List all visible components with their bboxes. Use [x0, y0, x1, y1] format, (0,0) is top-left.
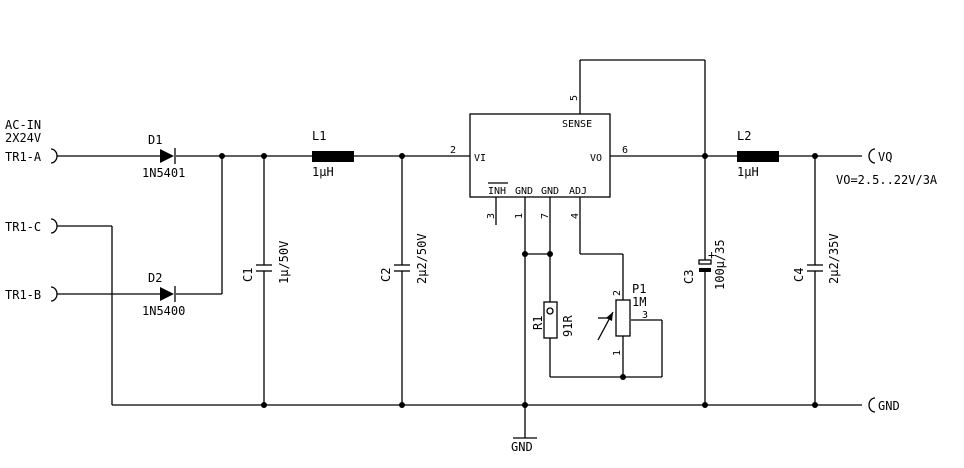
d1-value: 1N5401 [142, 166, 185, 180]
ic-gnd2-label: GND [541, 186, 559, 197]
capacitor-c1 [256, 264, 272, 272]
capacitor-c3 [698, 259, 712, 272]
pin5-label: 5 [569, 95, 580, 101]
c1-value: 1µ/50V [277, 241, 291, 284]
pin3-label: 3 [486, 213, 497, 219]
c3-value: 100µ/35 [713, 239, 727, 290]
wires [57, 59, 862, 438]
resistor-r1 [543, 301, 558, 339]
tr1-b-connector [50, 286, 58, 302]
ic-inh-label: INH [488, 186, 506, 197]
tr1-a-connector [50, 148, 58, 164]
tr1-c-label: TR1-C [5, 220, 41, 234]
pin6-label: 6 [622, 145, 628, 156]
inductor-l1 [312, 151, 354, 162]
p1-pin2-label: 2 [612, 290, 623, 296]
tr1-a-label: TR1-A [5, 150, 42, 164]
tr1-b-label: TR1-B [5, 288, 41, 302]
inductor-l2 [737, 151, 779, 162]
diode-d2 [160, 286, 176, 302]
c4-value: 2µ2/35V [827, 233, 841, 284]
c3-label: C3 [682, 270, 696, 284]
d1-label: D1 [148, 133, 162, 147]
potentiometer-p1 [597, 299, 631, 341]
c4-label: C4 [792, 268, 806, 282]
l1-label: L1 [312, 129, 326, 143]
capacitor-c2 [394, 264, 410, 272]
regulator-ic [469, 113, 611, 198]
l1-value: 1µH [312, 165, 334, 179]
c1-label: C1 [241, 268, 255, 282]
r1-label: R1 [531, 316, 545, 330]
r1-value: 91R [561, 315, 575, 337]
pin1-label: 1 [514, 213, 525, 219]
pin7-label: 7 [540, 213, 551, 219]
ac-in-label: AC-IN [5, 118, 41, 132]
c3-plus: + [708, 248, 715, 262]
d2-value: 1N5400 [142, 304, 185, 318]
ic-sense-label: SENSE [562, 119, 592, 130]
p1-label: P1 [632, 282, 646, 296]
p1-pin1-label: 1 [612, 350, 623, 356]
vq-connector [868, 148, 876, 164]
p1-pin3-label: 3 [642, 310, 648, 321]
ic-adj-label: ADJ [569, 186, 587, 197]
tr1-c-connector [50, 218, 58, 234]
ac-rating-label: 2X24V [5, 131, 41, 145]
c2-value: 2µ2/50V [415, 233, 429, 284]
diode-d1 [160, 148, 176, 164]
gnd-out-label: GND [878, 399, 900, 413]
c2-label: C2 [379, 268, 393, 282]
output-spec: VO=2.5..22V/3A [836, 173, 938, 187]
pin2-label: 2 [450, 145, 456, 156]
ic-vi-label: VI [474, 153, 486, 164]
junctions [219, 153, 818, 408]
vq-label: VQ [878, 150, 892, 164]
pin4-label: 4 [570, 213, 581, 219]
ic-vo-label: VO [590, 153, 602, 164]
capacitor-c4 [807, 264, 823, 272]
d2-label: D2 [148, 271, 162, 285]
ic-gnd1-label: GND [515, 186, 533, 197]
gnd-bottom-label: GND [511, 440, 533, 454]
l2-label: L2 [737, 129, 751, 143]
gnd-out-connector [868, 397, 876, 413]
l2-value: 1µH [737, 165, 759, 179]
p1-value: 1M [632, 295, 646, 309]
